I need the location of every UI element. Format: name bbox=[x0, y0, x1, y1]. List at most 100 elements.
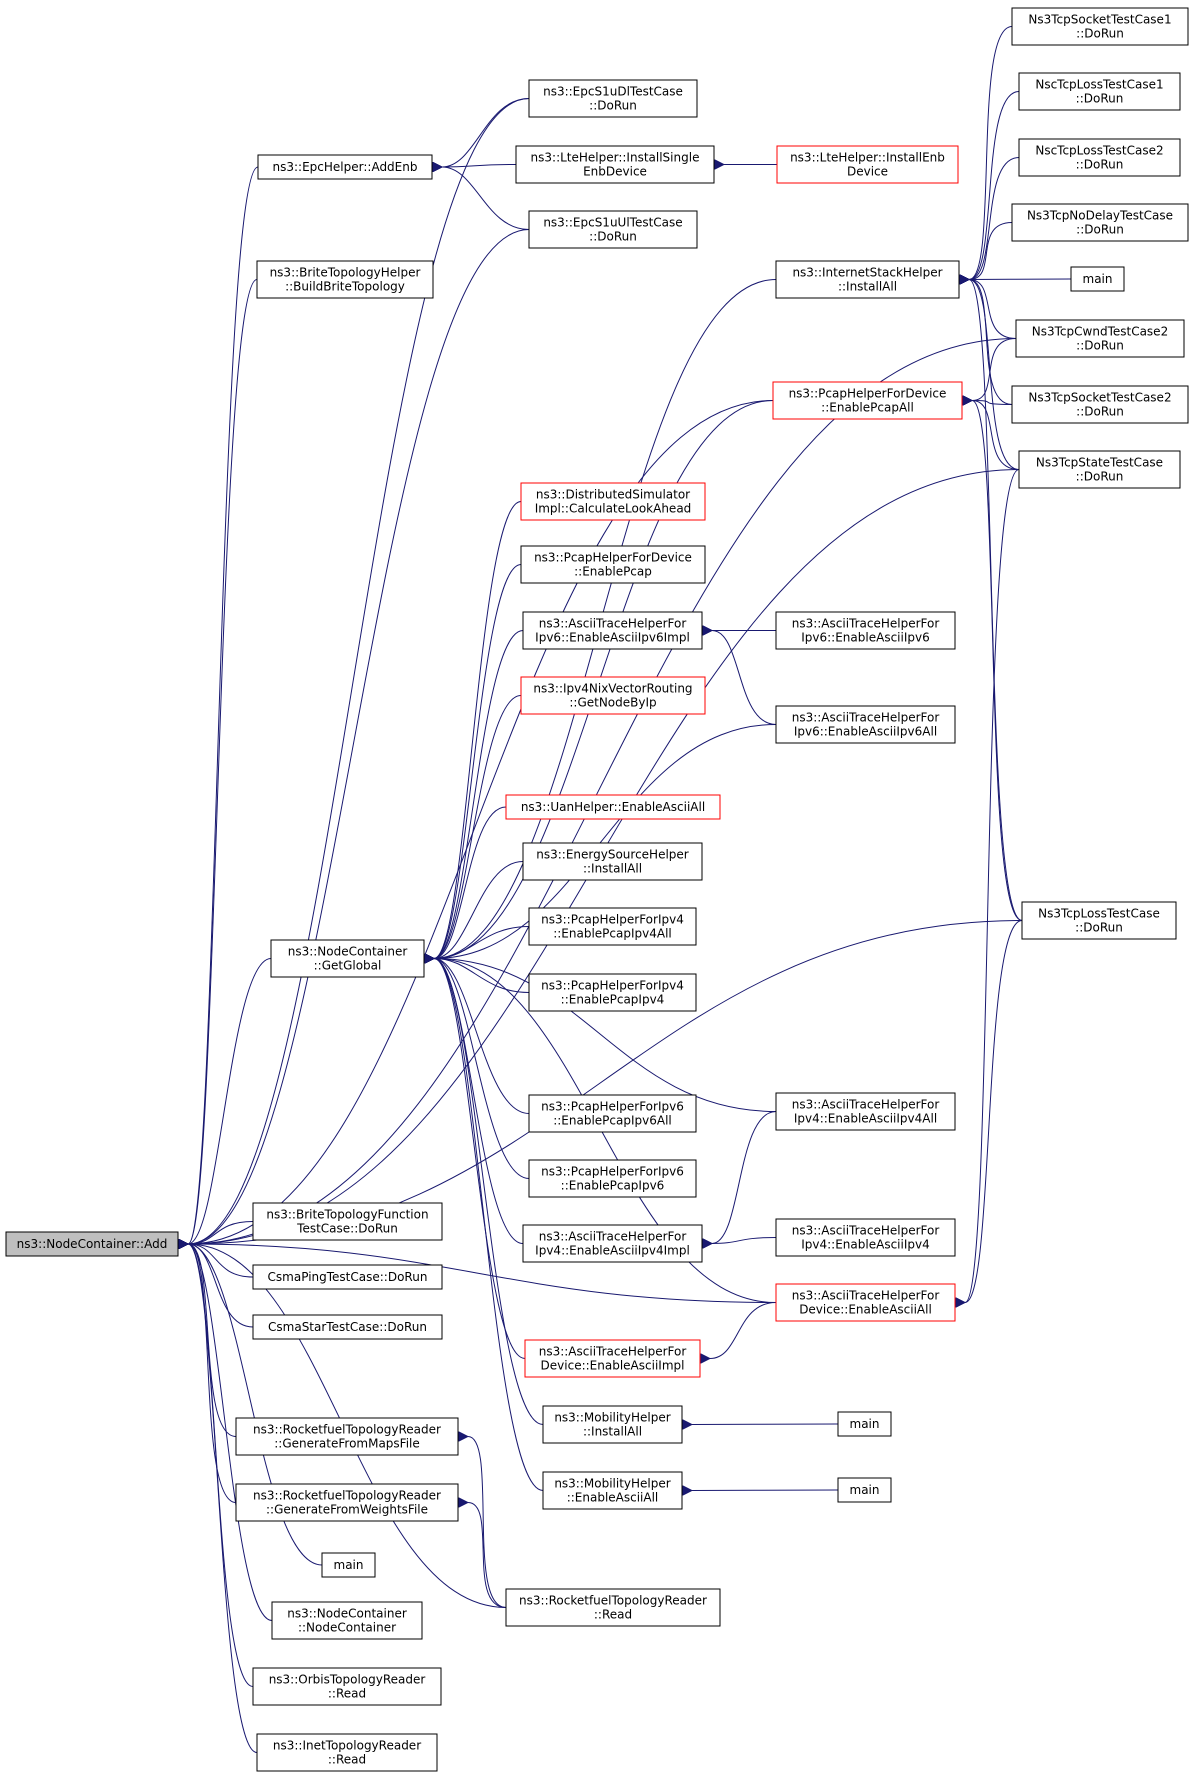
node-energy-installall[interactable]: ns3::EnergySourceHelper::InstallAll bbox=[522, 842, 703, 881]
node-main-mob2[interactable]: main bbox=[837, 1477, 892, 1503]
node-orbis-read[interactable]: ns3::OrbisTopologyReader::Read bbox=[252, 1667, 442, 1706]
node-ascii4-all[interactable]: ns3::AsciiTraceHelperForIpv4::EnableAsci… bbox=[775, 1092, 956, 1131]
node-ascii6-enable[interactable]: ns3::AsciiTraceHelperForIpv6::EnableAsci… bbox=[775, 611, 956, 650]
node-label-line: ::DoRun bbox=[1075, 921, 1123, 935]
node-label-line: ::EnableAsciiAll bbox=[567, 1491, 659, 1505]
node-pcapdev-enablepcapall[interactable]: ns3::PcapHelperForDevice::EnablePcapAll bbox=[772, 381, 963, 420]
node-label-line: ns3::PcapHelperForIpv6 bbox=[541, 1165, 684, 1179]
node-mob-installall[interactable]: ns3::MobilityHelper::InstallAll bbox=[542, 1405, 683, 1444]
node-label-line: ns3::EpcS1uDlTestCase bbox=[543, 85, 683, 99]
node-inet-read[interactable]: ns3::InetTopologyReader::Read bbox=[256, 1733, 438, 1772]
call-edge-mob_enableasciiall-to-nc_getglobal bbox=[434, 959, 544, 1491]
node-nsctcploss1[interactable]: NscTcpLossTestCase1::DoRun bbox=[1018, 72, 1181, 111]
node-label-line: main bbox=[850, 1483, 880, 1497]
node-ascii6-all[interactable]: ns3::AsciiTraceHelperForIpv6::EnableAsci… bbox=[775, 705, 956, 744]
node-label-line: Ipv4::EnableAsciiIpv4All bbox=[794, 1112, 937, 1126]
node-brite-func-test[interactable]: ns3::BriteTopologyFunctionTestCase::DoRu… bbox=[252, 1202, 443, 1241]
node-rocket-weights[interactable]: ns3::RocketfuelTopologyReader::GenerateF… bbox=[235, 1483, 459, 1522]
node-epchelper-addenb[interactable]: ns3::EpcHelper::AddEnb bbox=[257, 154, 433, 180]
node-ascii6-impl[interactable]: ns3::AsciiTraceHelperForIpv6::EnableAsci… bbox=[522, 611, 703, 650]
edge-path bbox=[188, 1221, 254, 1245]
node-brite-build[interactable]: ns3::BriteTopologyHelper::BuildBriteTopo… bbox=[256, 260, 434, 299]
call-edge-ns3tcpsocket2-to-internetstack_installall bbox=[969, 280, 1013, 405]
node-label-line: ::InstallAll bbox=[583, 1425, 642, 1439]
node-box bbox=[5, 1231, 179, 1257]
node-ns3tcploss[interactable]: Ns3TcpLossTestCase::DoRun bbox=[1021, 901, 1177, 940]
node-box bbox=[1018, 138, 1181, 177]
node-box bbox=[252, 1202, 443, 1241]
node-ns3tcpcwnd2[interactable]: Ns3TcpCwndTestCase2::DoRun bbox=[1015, 319, 1185, 358]
node-label-line: ns3::BriteTopologyHelper bbox=[270, 266, 421, 280]
edge-path bbox=[188, 1244, 254, 1278]
node-box bbox=[837, 1411, 892, 1437]
node-ascii4-enable[interactable]: ns3::AsciiTraceHelperForIpv4::EnableAsci… bbox=[775, 1218, 956, 1257]
node-box bbox=[1021, 901, 1177, 940]
edge-path bbox=[468, 1503, 507, 1608]
node-nsctcploss2[interactable]: NscTcpLossTestCase2::DoRun bbox=[1018, 138, 1181, 177]
node-box bbox=[775, 260, 960, 299]
call-edge-ascii4_impl-to-nc_getglobal bbox=[434, 959, 524, 1244]
node-mob-enableasciiall[interactable]: ns3::MobilityHelper::EnableAsciiAll bbox=[542, 1471, 683, 1510]
node-csmaping[interactable]: CsmaPingTestCase::DoRun bbox=[252, 1264, 443, 1290]
node-label-line: ns3::AsciiTraceHelperFor bbox=[792, 1098, 940, 1112]
edge-path bbox=[692, 1424, 839, 1425]
node-label-line: ::GetNodeByIp bbox=[569, 696, 656, 710]
node-label-line: ns3::EnergySourceHelper bbox=[536, 848, 689, 862]
node-label-line: TestCase::DoRun bbox=[296, 1222, 398, 1236]
node-pcap4[interactable]: ns3::PcapHelperForIpv4::EnablePcapIpv4 bbox=[528, 973, 697, 1012]
node-label-line: ns3::AsciiTraceHelperFor bbox=[792, 617, 940, 631]
node-internetstack-installall[interactable]: ns3::InternetStackHelper::InstallAll bbox=[775, 260, 960, 299]
node-label-line: Ns3TcpStateTestCase bbox=[1036, 456, 1163, 470]
node-label-line: Ipv6::EnableAsciiIpv6 bbox=[801, 631, 929, 645]
node-pcapdev-enablepcap[interactable]: ns3::PcapHelperForDevice::EnablePcap bbox=[520, 545, 706, 584]
edge-path bbox=[188, 1244, 258, 1753]
node-label-line: ns3::EpcS1uUlTestCase bbox=[543, 216, 682, 230]
edge-path bbox=[434, 959, 526, 1359]
node-nix-getnodebyip[interactable]: ns3::Ipv4NixVectorRouting::GetNodeByIp bbox=[520, 676, 706, 715]
call-edge-inet_read-to-root bbox=[188, 1244, 258, 1753]
node-pcap6-all[interactable]: ns3::PcapHelperForIpv6::EnablePcapIpv6Al… bbox=[528, 1094, 697, 1133]
node-ns3tcpsocket2[interactable]: Ns3TcpSocketTestCase2::DoRun bbox=[1011, 385, 1189, 424]
node-box bbox=[542, 1405, 683, 1444]
node-rocket-maps[interactable]: ns3::RocketfuelTopologyReader::GenerateF… bbox=[235, 1417, 459, 1456]
node-box bbox=[235, 1483, 459, 1522]
call-edge-energy_installall-to-nc_getglobal bbox=[434, 861, 524, 959]
node-pcap6[interactable]: ns3::PcapHelperForIpv6::EnablePcapIpv6 bbox=[528, 1159, 697, 1198]
node-ascii4-impl[interactable]: ns3::AsciiTraceHelperForIpv4::EnableAsci… bbox=[522, 1224, 703, 1263]
node-label-line: ::Read bbox=[328, 1687, 366, 1701]
node-asciidev-impl[interactable]: ns3::AsciiTraceHelperForDevice::EnableAs… bbox=[524, 1339, 701, 1378]
node-uan-enableasciiall[interactable]: ns3::UanHelper::EnableAsciiAll bbox=[505, 794, 721, 820]
node-pcap4-all[interactable]: ns3::PcapHelperForIpv4::EnablePcapIpv4Al… bbox=[528, 907, 697, 946]
node-label-line: ns3::RocketfuelTopologyReader bbox=[253, 1489, 441, 1503]
node-main-right1[interactable]: main bbox=[1070, 266, 1125, 292]
node-rocket-read[interactable]: ns3::RocketfuelTopologyReader::Read bbox=[505, 1588, 721, 1627]
edge-path bbox=[434, 926, 530, 959]
call-edge-epchelper_addenb-to-root bbox=[188, 166, 259, 1244]
call-edge-main_mob2-to-mob_enableasciiall bbox=[692, 1490, 839, 1491]
node-box bbox=[528, 79, 698, 118]
node-csmastar[interactable]: CsmaStarTestCase::DoRun bbox=[252, 1314, 443, 1340]
node-box bbox=[505, 794, 721, 820]
node-main-mob1[interactable]: main bbox=[837, 1411, 892, 1437]
node-nc-ctor[interactable]: ns3::NodeContainer::NodeContainer bbox=[271, 1601, 423, 1640]
node-epcs1udl[interactable]: ns3::EpcS1uDlTestCase::DoRun bbox=[528, 79, 698, 118]
node-ns3tcpstate[interactable]: Ns3TcpStateTestCase::DoRun bbox=[1018, 450, 1181, 489]
node-nc-getglobal[interactable]: ns3::NodeContainer::GetGlobal bbox=[270, 939, 425, 978]
edge-path bbox=[188, 1244, 237, 1503]
edge-path bbox=[442, 165, 517, 168]
node-box bbox=[524, 1339, 701, 1378]
node-ns3tcpsocket1[interactable]: Ns3TcpSocketTestCase1::DoRun bbox=[1011, 7, 1189, 46]
node-distsim-lookahead[interactable]: ns3::DistributedSimulatorImpl::Calculate… bbox=[520, 482, 706, 521]
node-asciidev-all[interactable]: ns3::AsciiTraceHelperForDevice::EnableAs… bbox=[775, 1283, 956, 1322]
node-label-line: ns3::BriteTopologyFunction bbox=[266, 1208, 428, 1222]
call-edge-pcap6_all-to-nc_getglobal bbox=[434, 959, 530, 1114]
node-epcs1uul[interactable]: ns3::EpcS1uUlTestCase::DoRun bbox=[528, 210, 698, 249]
node-label-line: ::DoRun bbox=[589, 99, 637, 113]
node-ns3tcpnodelay[interactable]: Ns3TcpNoDelayTestCase::DoRun bbox=[1011, 203, 1189, 242]
node-main-left[interactable]: main bbox=[321, 1552, 376, 1578]
node-box bbox=[528, 973, 697, 1012]
node-label-line: ns3::MobilityHelper bbox=[554, 1411, 670, 1425]
node-box bbox=[321, 1552, 376, 1578]
